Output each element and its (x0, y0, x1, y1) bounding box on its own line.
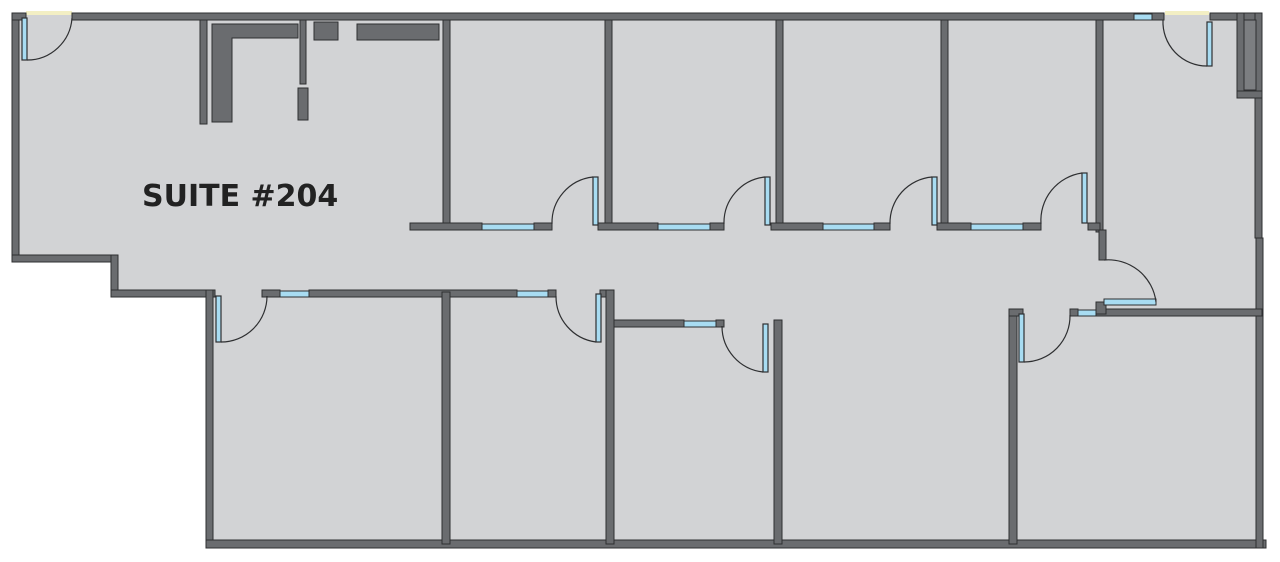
door-swing-icon (721, 323, 769, 373)
fixture-post (297, 87, 309, 121)
corridor-wall-2 (533, 222, 553, 231)
windows (279, 13, 1157, 328)
wall-left (11, 12, 20, 262)
window-icon (1077, 309, 1097, 317)
closet-wall-left (1236, 12, 1245, 98)
wall-office-d (940, 19, 949, 231)
wall-lower-office-c (773, 319, 783, 545)
lower-corridor-wall-3 (547, 289, 557, 298)
lower-corridor-wall-8 (1095, 308, 1263, 317)
fixture-box (313, 21, 339, 41)
wall-east-jog (1098, 229, 1107, 261)
wall-right (1255, 237, 1264, 549)
wall-lower-office-a (441, 291, 451, 545)
window-icon (279, 290, 310, 298)
fixture-counter (356, 23, 440, 41)
corridor-wall-6 (873, 222, 891, 231)
corridor-wall-9 (1087, 222, 1101, 231)
suite-label: SUITE #204 (142, 179, 338, 214)
wall-lower-office-d-stub (1008, 308, 1024, 317)
corridor-wall-7 (936, 222, 972, 231)
lower-corridor-wall-6 (715, 319, 725, 328)
corridor-wall-8 (1022, 222, 1042, 231)
window-icon (683, 320, 717, 328)
door-swing-icon (1018, 313, 1071, 363)
wall-left-top-stub (11, 12, 27, 21)
door-swing-icon (21, 17, 73, 61)
wall-top-right (1209, 12, 1257, 21)
wall-top (71, 12, 1165, 21)
wall-bottom (205, 539, 1267, 549)
lower-corridor-wall-7 (1069, 308, 1079, 317)
window-icon (481, 223, 535, 231)
window-icon (1103, 298, 1157, 306)
wall-lower-left (205, 289, 214, 549)
wall-left-bottom (11, 254, 119, 263)
window-icon (1133, 13, 1153, 21)
door-swing-icon (1040, 172, 1088, 225)
door-swing-icon (555, 293, 602, 343)
wall-lower-office-d (1008, 308, 1018, 545)
door-swing-icon (1162, 19, 1213, 67)
wall-office-b (604, 19, 613, 231)
corridor-wall-3 (597, 222, 659, 231)
closet-wall-bottom (1236, 90, 1263, 99)
fixture-pillar (299, 19, 307, 85)
door-swing-icon (551, 176, 599, 226)
fixture-wall (199, 19, 208, 125)
walls (11, 12, 1267, 549)
entry-marker-west (26, 11, 72, 15)
wall-right-upper (1254, 12, 1263, 239)
lower-corridor-wall-9 (1095, 301, 1107, 315)
lower-corridor-wall-2 (308, 289, 518, 298)
closet-cabinet (1243, 19, 1257, 91)
lower-corridor-wall-5 (613, 319, 685, 328)
corridor-wall-5 (770, 222, 824, 231)
door-swing-icon (723, 176, 771, 226)
door-swing-icon (215, 295, 268, 343)
corridor-wall-4 (709, 222, 725, 231)
window-icon (822, 223, 875, 231)
wall-office-a (442, 19, 451, 231)
window-icon (970, 223, 1024, 231)
suite-floor (14, 14, 1262, 545)
entry-marker-east (1165, 11, 1209, 15)
wall-step-horizontal (110, 289, 216, 298)
corridor-wall-1 (409, 222, 483, 231)
wall-office-c (775, 19, 784, 231)
wall-office-e (1095, 19, 1104, 233)
doors (21, 17, 1213, 373)
door-swing-icon (1103, 259, 1157, 303)
window-icon (516, 290, 549, 298)
wall-lower-office-b (605, 289, 615, 545)
lower-corridor-wall-1 (261, 289, 281, 298)
window-icon (657, 223, 711, 231)
reception-desk (211, 23, 299, 123)
door-swing-icon (889, 176, 938, 226)
